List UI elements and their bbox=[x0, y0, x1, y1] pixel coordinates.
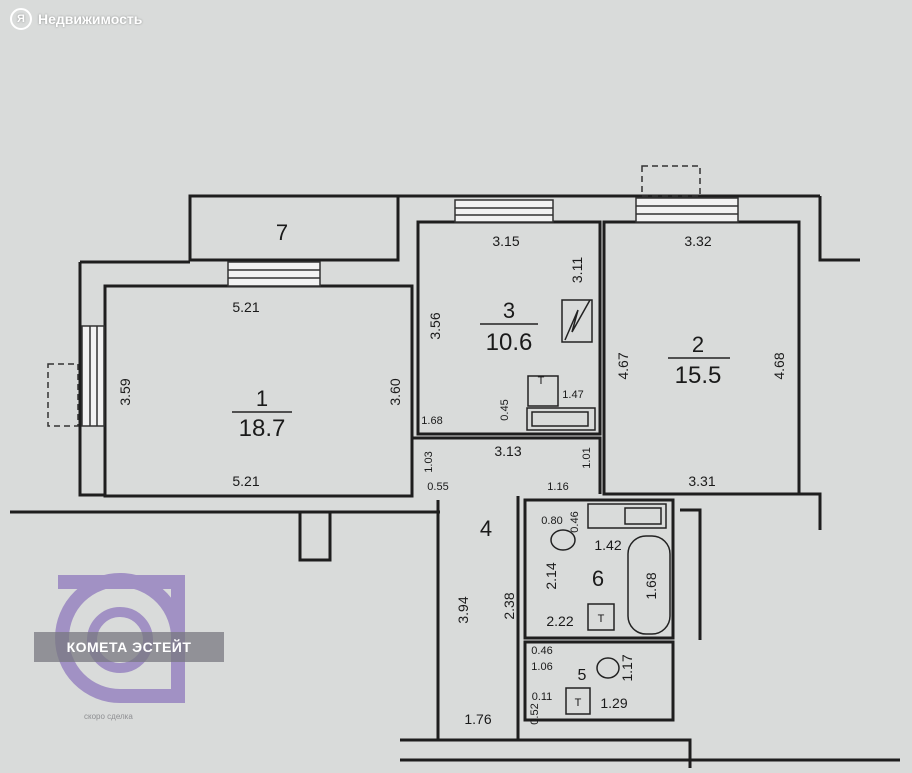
dim-r6-c: 1.42 bbox=[594, 537, 621, 553]
dim-r5-e: 0.11 bbox=[532, 691, 553, 703]
room-1-number: 1 bbox=[256, 386, 268, 411]
washbasin bbox=[587, 503, 667, 529]
dim-hall-b: 1.01 bbox=[581, 447, 593, 468]
dim-hall-d: 1.16 bbox=[547, 481, 568, 493]
dim-r1-bottom: 5.21 bbox=[232, 473, 259, 489]
dim-r2-bottom: 3.31 bbox=[688, 473, 715, 489]
dim-r3-right: 3.11 bbox=[569, 257, 585, 283]
bath-cabinet bbox=[587, 603, 615, 631]
dim-r1-top: 5.21 bbox=[232, 299, 259, 315]
room-3-number: 3 bbox=[503, 298, 515, 323]
window-room-2 bbox=[635, 197, 739, 223]
toilet-wc-icon bbox=[596, 657, 620, 679]
room-4-number: 4 bbox=[480, 516, 492, 541]
kitchen-stove bbox=[526, 407, 596, 431]
ac-unit-top bbox=[641, 165, 701, 197]
walls bbox=[10, 194, 900, 768]
dim-r4-bottom: 1.76 bbox=[464, 711, 491, 727]
dim-r5-d: 1.29 bbox=[600, 695, 627, 711]
dim-r6-e: 1.68 bbox=[643, 572, 659, 599]
balcony-7-outline bbox=[188, 194, 400, 262]
dim-r1-right: 3.60 bbox=[387, 378, 403, 405]
kitchen-sink bbox=[527, 375, 559, 407]
dimension-labels: 5.21 5.21 3.59 3.60 3.15 3.56 3.11 3.13 … bbox=[117, 233, 787, 727]
dim-r3-top: 3.15 bbox=[492, 233, 519, 249]
room-6-number: 6 bbox=[592, 566, 604, 591]
dim-r5-a: 0.46 bbox=[531, 645, 552, 657]
fixture-t-wc: T bbox=[575, 697, 582, 709]
dim-hall-a: 1.03 bbox=[423, 451, 435, 472]
dim-r4-mid: 2.38 bbox=[501, 592, 517, 619]
dim-r2-top: 3.32 bbox=[684, 233, 711, 249]
room-3-area: 10.6 bbox=[486, 329, 533, 356]
ac-unit-side bbox=[47, 363, 79, 427]
brand-label: Недвижимость bbox=[38, 11, 143, 27]
watermark-label: КОМЕТА ЭСТЕЙТ bbox=[34, 632, 224, 662]
windows bbox=[47, 165, 739, 427]
room-labels: 1 18.7 2 15.5 3 10.6 4 5 6 7 bbox=[232, 220, 730, 684]
window-room-3 bbox=[454, 199, 554, 223]
dim-r6-d: 2.14 bbox=[543, 562, 559, 589]
wc-cabinet bbox=[565, 687, 591, 715]
hall-wall bbox=[412, 436, 602, 494]
bathroom-6-outline bbox=[523, 498, 675, 640]
dim-r6-a: 0.80 bbox=[541, 515, 562, 527]
dim-r3-nook: 1.68 bbox=[421, 415, 442, 427]
dim-r6-f: 2.22 bbox=[546, 613, 573, 629]
dim-r2-right: 4.68 bbox=[771, 352, 787, 379]
dim-r3-small: 0.45 bbox=[499, 399, 511, 420]
dim-r2-left: 4.67 bbox=[615, 352, 631, 379]
dim-r3-sink: 1.47 bbox=[562, 389, 583, 401]
fixture-t-kitchen: T bbox=[538, 375, 545, 387]
fixtures bbox=[526, 299, 671, 715]
room-5-number: 5 bbox=[578, 667, 587, 684]
room-2-area: 15.5 bbox=[675, 362, 722, 389]
toilet-bath-icon bbox=[550, 529, 576, 551]
dim-r5-c: 1.17 bbox=[619, 654, 635, 681]
yandex-logo-icon: Я bbox=[10, 8, 32, 30]
gas-flue-icon bbox=[564, 299, 591, 341]
flue-box bbox=[561, 299, 593, 343]
dim-hall-c: 0.55 bbox=[427, 481, 448, 493]
watermark-sub: скоро сделка bbox=[84, 712, 133, 721]
dim-r4-long: 3.94 bbox=[455, 596, 471, 623]
bathtub-icon bbox=[627, 535, 671, 635]
dim-r1-left: 3.59 bbox=[117, 378, 133, 405]
room-2-number: 2 bbox=[692, 332, 704, 357]
room-1-area: 18.7 bbox=[239, 415, 286, 442]
header-bar: Я Недвижимость bbox=[10, 6, 142, 32]
dim-r5-b: 1.06 bbox=[531, 661, 552, 673]
dim-r6-b: 0.46 bbox=[569, 511, 581, 532]
room-7-number: 7 bbox=[276, 220, 288, 245]
dim-r3-bottom: 3.13 bbox=[494, 443, 521, 459]
fixture-t-bath: T bbox=[598, 613, 605, 625]
window-room-1-side bbox=[81, 325, 105, 427]
dim-r5-f: 0.52 bbox=[529, 703, 541, 724]
wc-5-outline bbox=[523, 640, 675, 722]
window-room-1 bbox=[227, 261, 321, 287]
dim-r3-left: 3.56 bbox=[427, 312, 443, 339]
